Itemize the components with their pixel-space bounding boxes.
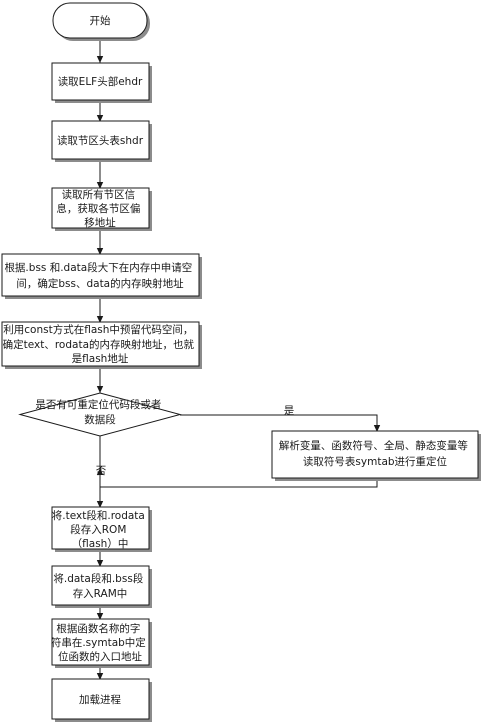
- bss-data-label: 根据.bss 和.data段大下在内存中申请空 间，确定bss、data的内存映…: [4, 261, 195, 290]
- relocate-label: 解析变量、函数符号、全局、静态变量等 读取符号表symtab进行重定位: [279, 439, 471, 468]
- bss-data-box: [1, 253, 200, 297]
- no-label: 否: [96, 465, 107, 477]
- start-terminal: [52, 2, 148, 39]
- const-flash-box: [1, 321, 200, 367]
- decision-diamond: [18, 392, 182, 437]
- read-sections-box: [51, 187, 150, 229]
- const-flash-label: 利用const方式在flash中预留代码空间， 确定text、rodata的内存…: [3, 323, 198, 365]
- store-ram-label: 将.data段和.bss段 存入RAM中: [53, 572, 146, 600]
- yes-label: 是: [284, 405, 295, 417]
- read-ehdr-box: [51, 62, 150, 101]
- load-process-label: 加载进程: [79, 694, 121, 706]
- store-ram-box: [51, 565, 150, 606]
- decision-label: 是否有可重定位代码段或者 数据段: [35, 398, 164, 426]
- load-process-box: [51, 678, 150, 720]
- read-sections-label: 读取所有节区信 息，获取各节区偏 移地址: [56, 188, 143, 229]
- store-rom-label: 将.text段和.rodata 段存入ROM （flash）中: [52, 509, 148, 550]
- edge-decision-yes-to-relocate: [180, 414, 381, 432]
- relocate-box: [271, 430, 479, 479]
- read-shdr-box: [51, 120, 150, 160]
- start-label: 开始: [90, 14, 111, 27]
- store-rom-box: [51, 506, 150, 550]
- read-shdr-label: 读取节区头表shdr: [57, 134, 144, 147]
- locate-entry-box: [51, 618, 150, 666]
- locate-entry-label: 根据函数名称的字 符串在.symtab中定 位函数的入口地址: [51, 622, 149, 663]
- read-ehdr-label: 读取ELF头部ehdr: [58, 75, 143, 88]
